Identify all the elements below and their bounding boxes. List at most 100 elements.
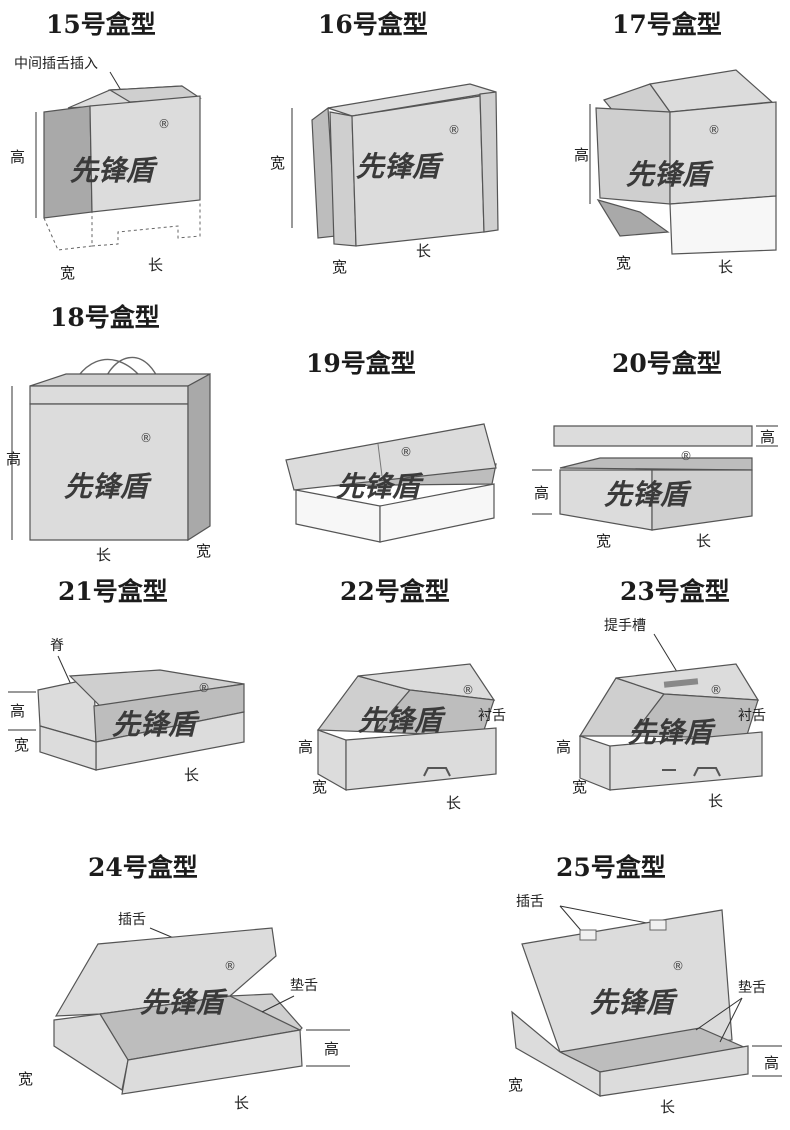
bottom-flap-light xyxy=(669,195,777,255)
registered-mark: ® xyxy=(140,431,152,445)
panel-title: 19号盒型 xyxy=(306,349,416,378)
width-label: 宽 xyxy=(572,778,587,796)
registered-mark: ® xyxy=(198,681,210,695)
panel-box-23: 23号盒型 提手槽 衬舌 高 宽 长 先锋盾 ® xyxy=(556,577,766,810)
bag-top-opening xyxy=(29,373,211,387)
lining-label: 衬舌 xyxy=(478,708,506,724)
panel-title: 21号盒型 xyxy=(58,577,168,606)
leader-line-pad-2 xyxy=(719,997,743,1043)
bag-side-face xyxy=(187,372,211,542)
box-front-face xyxy=(345,727,497,791)
panel-title: 22号盒型 xyxy=(340,577,450,606)
watermark: 先锋盾 xyxy=(628,716,716,749)
panel-title: 24号盒型 xyxy=(88,853,198,882)
spine-label: 脊 xyxy=(50,638,64,654)
watermark: 先锋盾 xyxy=(112,708,200,741)
registered-mark: ® xyxy=(672,959,684,973)
leader-line-pad xyxy=(261,995,295,1013)
box-front-face xyxy=(121,1029,303,1095)
width-label: 宽 xyxy=(18,1070,33,1088)
lid-height-label: 高 xyxy=(760,428,775,446)
panel-box-25: 25号盒型 插舌 垫舌 高 宽 长 先锋盾 ® xyxy=(508,853,782,1116)
watermark: 先锋盾 xyxy=(590,986,678,1019)
length-label: 长 xyxy=(234,1094,249,1112)
panel-box-15: 15号盒型 中间插舌插入 高 宽 长 先锋盾 ® xyxy=(10,10,202,282)
tuck-tab-left xyxy=(579,929,597,941)
width-label-bottom: 宽 xyxy=(332,258,347,276)
watermark: 先锋盾 xyxy=(604,478,692,511)
handle-slot xyxy=(663,678,699,688)
width-label: 宽 xyxy=(508,1076,523,1094)
width-label: 宽 xyxy=(196,542,211,560)
pad-tuck xyxy=(229,993,303,1031)
height-label: 高 xyxy=(6,450,21,468)
leader-line xyxy=(109,71,123,93)
panel-box-22: 22号盒型 衬舌 高 宽 长 先锋盾 ® xyxy=(298,577,506,812)
height-label: 高 xyxy=(764,1054,779,1072)
handle-slot xyxy=(423,767,451,777)
box-front-face xyxy=(599,1045,749,1097)
width-label: 宽 xyxy=(270,154,285,172)
box-inside xyxy=(559,457,753,471)
leader-line-pad-1 xyxy=(695,997,743,1031)
height-label: 高 xyxy=(298,738,313,756)
height-label: 高 xyxy=(556,738,571,756)
height-label: 高 xyxy=(10,702,25,720)
length-label: 长 xyxy=(660,1098,675,1116)
watermark: 先锋盾 xyxy=(336,470,424,503)
tuck-tab-right xyxy=(649,919,667,931)
panel-title: 23号盒型 xyxy=(620,577,730,606)
bottom-flaps xyxy=(43,200,201,251)
tuck-label: 插舌 xyxy=(516,894,544,910)
registered-mark: ® xyxy=(680,449,692,463)
length-label: 长 xyxy=(184,766,199,784)
lid-face xyxy=(553,425,753,447)
panel-title: 25号盒型 xyxy=(556,853,666,882)
width-label: 宽 xyxy=(616,254,631,272)
panel-title: 20号盒型 xyxy=(612,349,722,378)
side-handle xyxy=(662,767,721,777)
pad-label: 垫舌 xyxy=(738,980,766,996)
lining-label: 衬舌 xyxy=(738,708,766,724)
watermark: 先锋盾 xyxy=(64,470,152,503)
tuck-note-label: 中间插舌插入 xyxy=(14,56,98,72)
panel-title: 18号盒型 xyxy=(50,303,160,332)
panel-box-24: 24号盒型 插舌 垫舌 高 宽 长 先锋盾 ® xyxy=(18,853,350,1112)
panel-box-17: 17号盒型 高 宽 长 先锋盾 ® xyxy=(574,10,777,276)
length-label: 长 xyxy=(96,546,111,564)
registered-mark: ® xyxy=(708,123,720,137)
bottom-flap-dark xyxy=(596,199,670,237)
watermark: 先锋盾 xyxy=(140,986,228,1019)
panel-title: 15号盒型 xyxy=(46,10,156,39)
height-label: 高 xyxy=(534,484,549,502)
registered-mark: ® xyxy=(462,683,474,697)
length-label: 长 xyxy=(416,242,431,260)
registered-mark: ® xyxy=(224,959,236,973)
watermark: 先锋盾 xyxy=(70,154,158,187)
lid-crease xyxy=(377,443,383,477)
length-label: 长 xyxy=(718,258,733,276)
width-label: 宽 xyxy=(14,736,29,754)
pad-label: 垫舌 xyxy=(290,978,318,994)
watermark: 先锋盾 xyxy=(356,150,444,183)
panel-box-19: 19号盒型 先锋盾 ® xyxy=(285,349,497,543)
lid-panel xyxy=(285,423,497,491)
width-label: 宽 xyxy=(60,264,75,282)
length-label: 长 xyxy=(446,794,461,812)
panel-box-16: 16号盒型 宽 宽 长 先锋盾 ® xyxy=(270,10,499,276)
box-front-right xyxy=(379,483,495,543)
width-label: 宽 xyxy=(312,778,327,796)
leader-line-2 xyxy=(559,905,653,925)
height-label: 高 xyxy=(574,146,589,164)
registered-mark: ® xyxy=(158,117,170,131)
registered-mark: ® xyxy=(448,123,460,137)
handle-slot-label: 提手槽 xyxy=(604,618,646,634)
length-label: 长 xyxy=(708,792,723,810)
panel-title: 17号盒型 xyxy=(612,10,722,39)
registered-mark: ® xyxy=(710,683,722,697)
length-label: 长 xyxy=(696,532,711,550)
watermark: 先锋盾 xyxy=(626,158,714,191)
height-label: 高 xyxy=(10,148,25,166)
box-front-face xyxy=(609,731,763,791)
